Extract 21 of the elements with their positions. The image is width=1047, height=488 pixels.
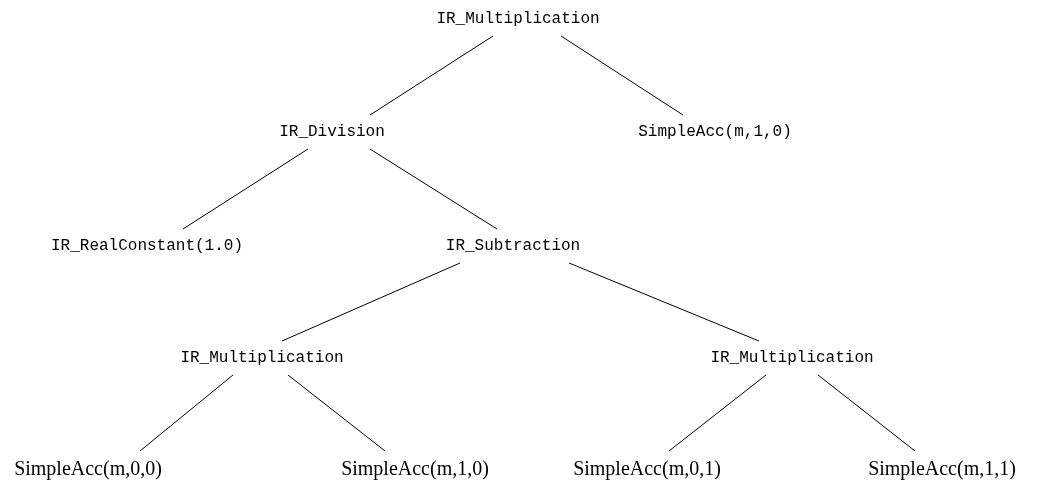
- connector-line: [668, 374, 767, 452]
- connector-line: [287, 374, 386, 452]
- connector-line: [568, 262, 760, 342]
- tree-node-label: IR_Subtraction: [445, 237, 581, 255]
- connector-line: [369, 35, 494, 116]
- connector-line: [182, 148, 309, 230]
- connector-line: [139, 374, 234, 452]
- tree-node-label: IR_Multiplication: [436, 10, 600, 28]
- connector-line: [369, 148, 498, 230]
- tree-node-label: IR_RealConstant(1.0): [51, 237, 243, 255]
- tree-node-label: SimpleAcc(m,1,0): [341, 456, 489, 480]
- connector-line: [817, 374, 916, 452]
- tree-node-label: IR_Division: [279, 123, 385, 141]
- tree-node-label: IR_Multiplication: [180, 349, 344, 367]
- tree-node-label: SimpleAcc(m,1,0): [638, 123, 792, 141]
- tree-node-label: SimpleAcc(m,1,1): [868, 456, 1016, 480]
- tree-node-label: SimpleAcc(m,0,1): [573, 456, 721, 480]
- connector-line: [560, 35, 684, 116]
- tree-node-label: IR_Multiplication: [710, 349, 874, 367]
- tree-node-label: SimpleAcc(m,0,0): [14, 456, 162, 480]
- connector-line: [281, 262, 461, 342]
